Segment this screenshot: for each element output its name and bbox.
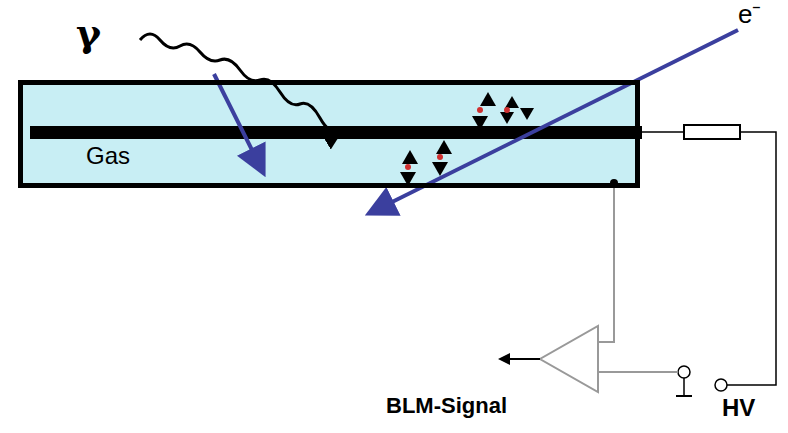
gas-label: Gas bbox=[86, 143, 130, 169]
signal-wire bbox=[598, 183, 614, 342]
resistor-symbol bbox=[684, 125, 740, 139]
electron-symbol: e⁻ bbox=[738, 0, 761, 29]
signal-name: BLM-Signal bbox=[386, 394, 507, 418]
ion-pairs bbox=[400, 92, 534, 186]
hv-label: HV bbox=[722, 395, 755, 421]
hv-terminal bbox=[715, 379, 727, 391]
ground-terminal bbox=[678, 366, 690, 378]
wire bbox=[727, 132, 776, 385]
amplifier-symbol bbox=[540, 326, 598, 392]
ground-wire bbox=[598, 371, 678, 373]
chamber-tube: Gas bbox=[18, 80, 640, 188]
ground-symbol bbox=[676, 395, 692, 397]
secondary-electron-arrow bbox=[214, 74, 262, 170]
wire bbox=[683, 378, 685, 396]
wire bbox=[640, 131, 684, 133]
gamma-symbol: γ bbox=[76, 12, 101, 54]
output-arrow bbox=[500, 358, 540, 360]
